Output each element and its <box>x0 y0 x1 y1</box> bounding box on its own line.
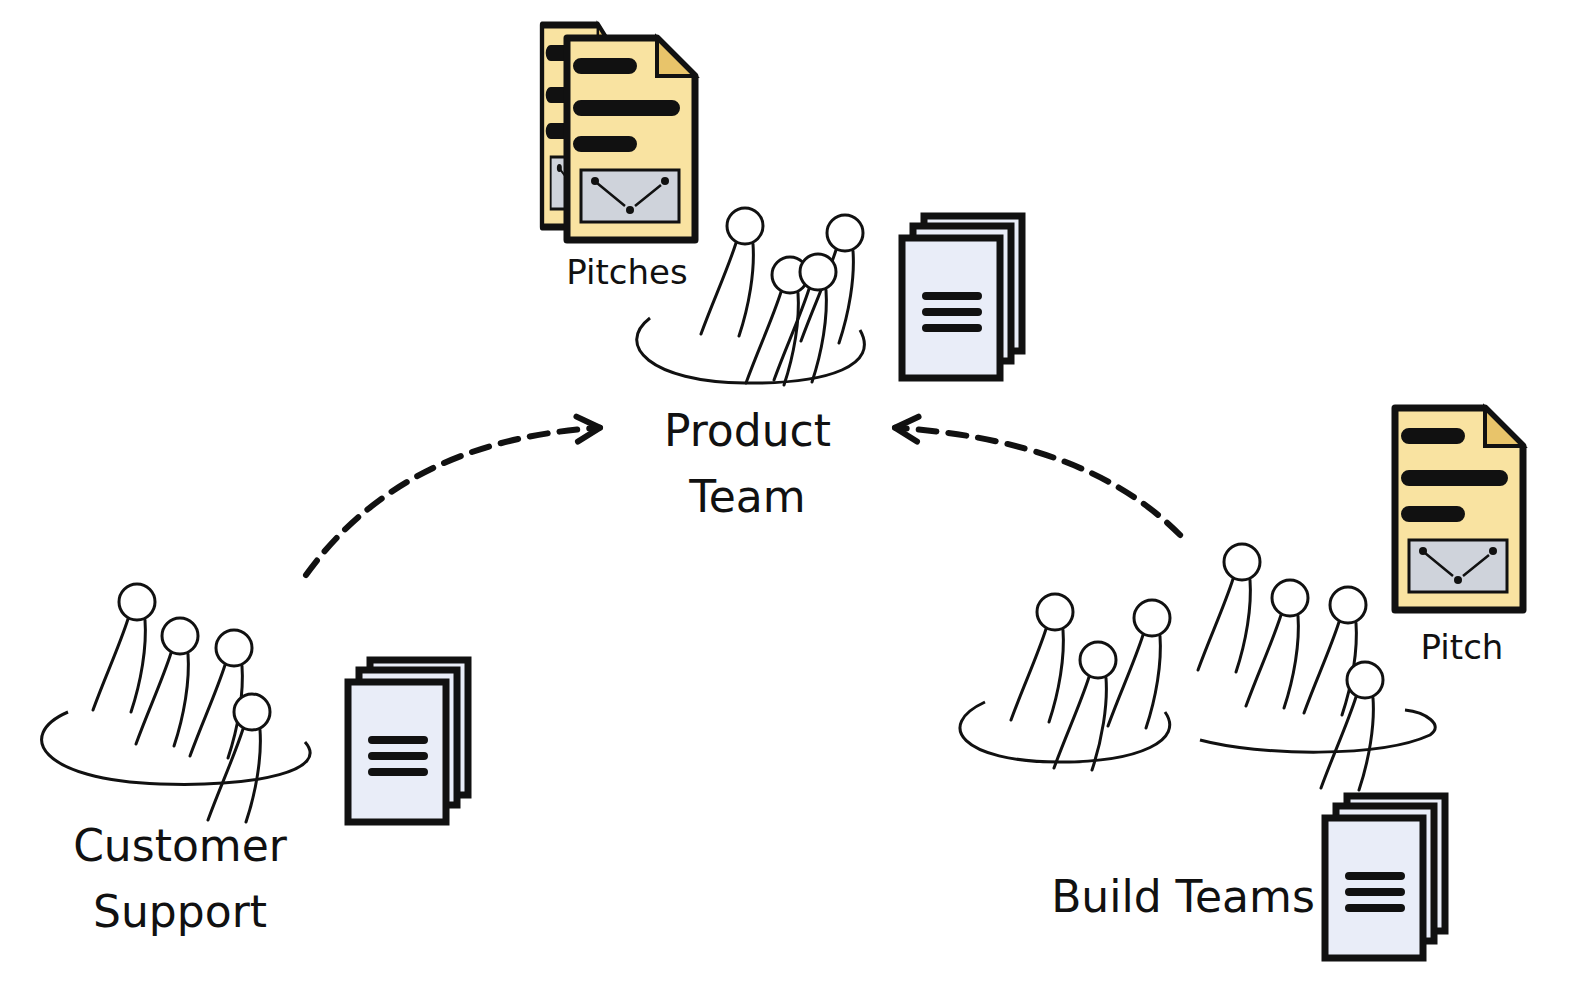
pitch-label: Pitch <box>1421 627 1504 667</box>
pitch-label: Pitches <box>566 252 687 292</box>
document-stack <box>1325 796 1445 958</box>
group-name: Customer Support <box>35 813 325 945</box>
group-base <box>1200 710 1435 752</box>
team-group: Build Teams <box>945 535 1440 930</box>
dashed-arrow <box>895 417 1180 535</box>
team-group: Product Team <box>600 200 895 530</box>
document-stack <box>902 216 1022 378</box>
pitch-card <box>1395 408 1523 610</box>
team-group: Customer Support <box>30 575 330 945</box>
dashed-arrow <box>306 417 600 575</box>
pitch-card <box>567 38 695 240</box>
group-name: Product Team <box>623 398 873 530</box>
group-name: Build Teams <box>1048 864 1318 930</box>
group-base <box>960 702 1170 762</box>
group-base <box>42 712 310 784</box>
document-stack <box>348 660 468 822</box>
